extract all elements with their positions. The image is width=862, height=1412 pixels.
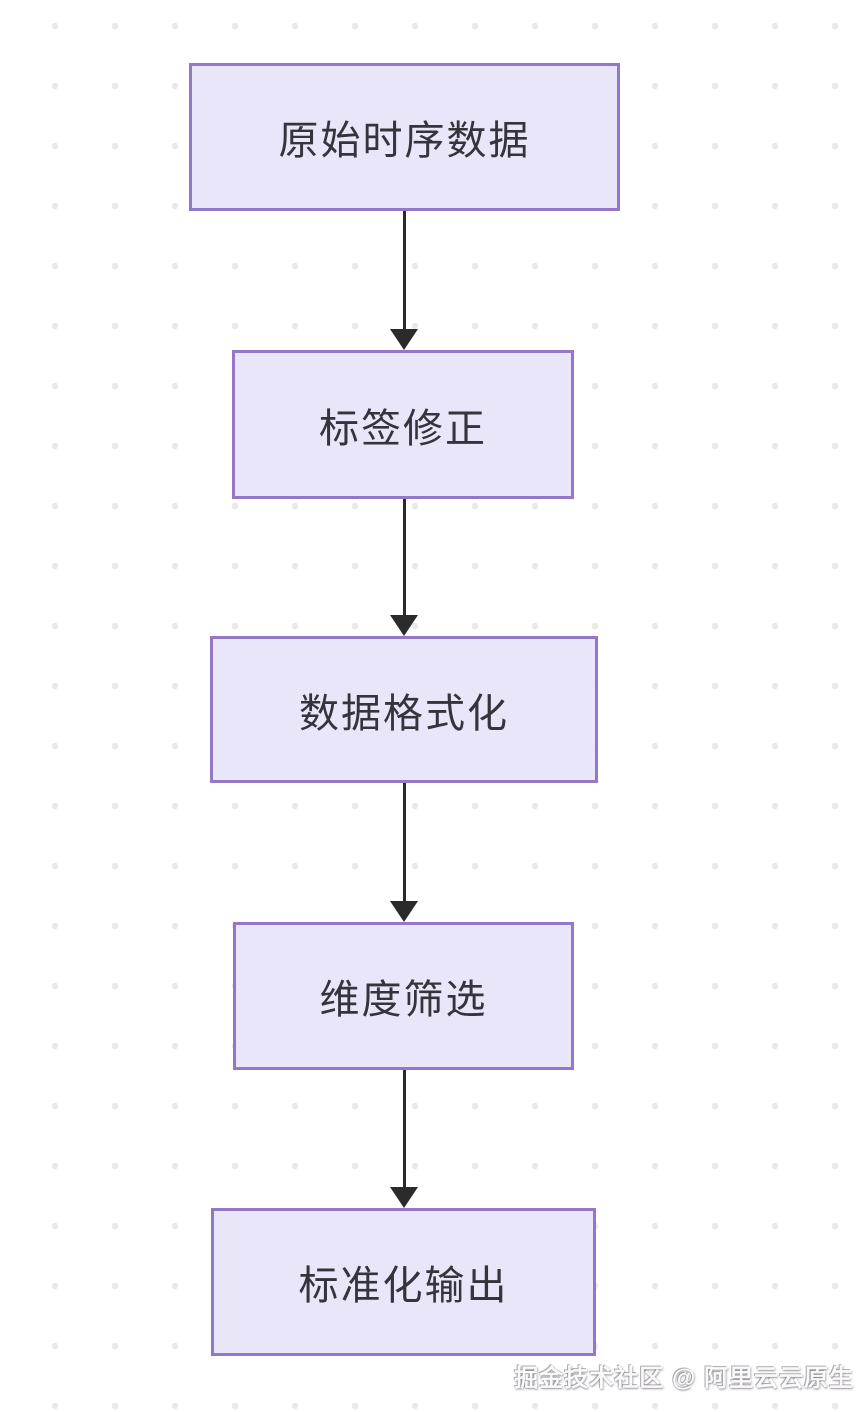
- arrowhead-icon: [390, 615, 418, 636]
- arrowhead-icon: [390, 329, 418, 350]
- node-label: 维度筛选: [319, 978, 488, 1022]
- node-label: 标签修正: [319, 406, 487, 451]
- arrow-down-icon: [389, 1070, 419, 1208]
- node-raw-time-series-data: 原始时序数据: [189, 63, 620, 211]
- arrowhead-icon: [390, 901, 418, 922]
- node-label: 原始时序数据: [278, 119, 531, 163]
- arrow-shaft: [402, 211, 406, 329]
- arrowhead-icon: [390, 1187, 418, 1208]
- node-label-correction: 标签修正: [232, 350, 574, 499]
- watermark: 掘金技术社区 @ 阿里云云原生: [514, 1365, 854, 1392]
- node-label: 标准化输出: [298, 1264, 509, 1308]
- arrow-shaft: [402, 499, 406, 615]
- arrow-down-icon: [389, 499, 419, 636]
- arrow-down-icon: [389, 211, 419, 350]
- arrow-shaft: [402, 1070, 406, 1187]
- node-data-formatting: 数据格式化: [210, 636, 598, 783]
- node-label: 数据格式化: [299, 691, 509, 736]
- arrow-down-icon: [389, 783, 419, 922]
- node-dimension-filtering: 维度筛选: [233, 922, 574, 1070]
- node-standardized-output: 标准化输出: [211, 1208, 596, 1356]
- arrow-shaft: [402, 783, 406, 901]
